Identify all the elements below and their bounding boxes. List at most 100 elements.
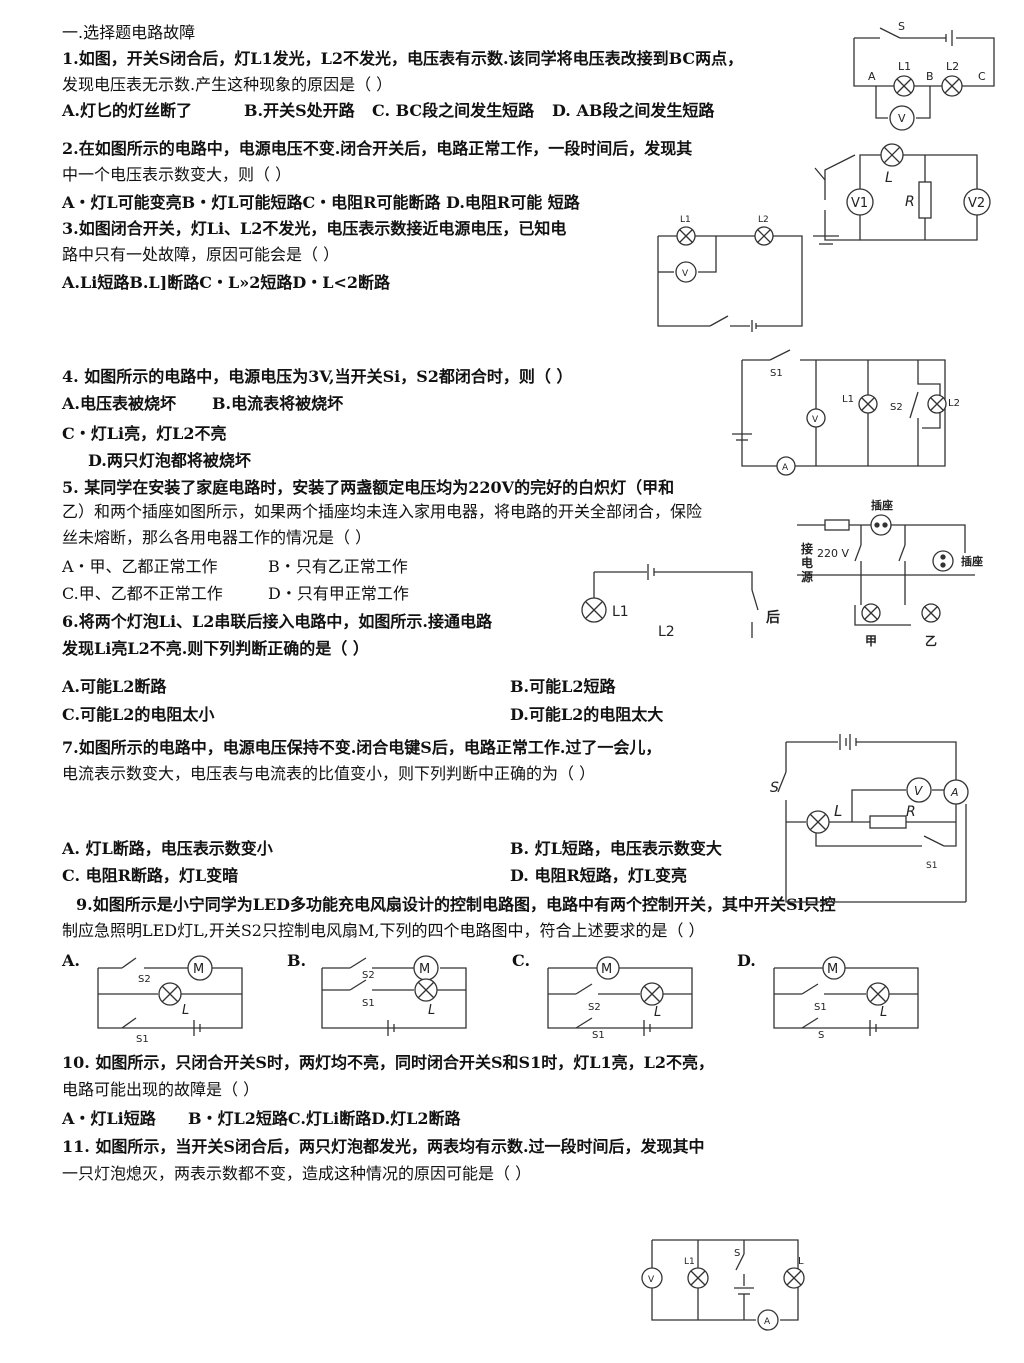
q5-line3: 丝未熔断，那么各用电器工作的情况是（ ）: [62, 528, 372, 547]
q7-option-b[interactable]: B. 灯L短路，电压表示数变大: [510, 839, 722, 858]
fig11-label-v: V: [648, 1275, 655, 1285]
q5-option-d[interactable]: D・只有甲正常工作: [268, 584, 409, 603]
fig5-label-src3: 源: [801, 569, 813, 584]
q10-option-bcd[interactable]: B・灯L2短路C.灯Li断路D.灯L2断路: [188, 1109, 461, 1128]
fig9d-label-sb: S1: [814, 1002, 827, 1013]
fig3-label-v: V: [682, 269, 689, 279]
fig9c-label-m: M: [601, 962, 612, 977]
q7-line1: 7.如图所示的电路中，电源电压保持不变.闭合电键S后，电路正常工作.过了一会儿，: [62, 738, 662, 757]
fig4-label-l1: L1: [842, 394, 854, 405]
q3-options[interactable]: A.Li短路B.L]断路C・L»2短路D・L<2断路: [62, 273, 391, 292]
q4-option-a[interactable]: A.电压表被烧坏: [62, 394, 176, 413]
fig7-label-s: S: [770, 780, 779, 796]
figure-q9-option-b: M S2 S1 L: [321, 955, 467, 1036]
fig4-label-a: A: [782, 463, 789, 473]
q7-line2: 电流表示数变大，电压表与电流表的比值变小，则下列判断中正确的为（ ）: [62, 764, 596, 783]
fig9d-label-m: M: [827, 962, 838, 977]
q1-option-a[interactable]: A.灯匕的灯丝断了: [62, 101, 192, 120]
fig9b-label-sb: S1: [362, 998, 375, 1009]
figure-q5-circuit: 接 电 源 220 V 插座 插座 甲 乙: [797, 498, 983, 648]
figure-q6-circuit: L1 L2 后: [581, 564, 780, 640]
q3-line2: 路中只有一处故障，原因可能会是（ ）: [62, 245, 340, 264]
fig4-label-l2: L2: [948, 398, 960, 409]
figure-q3-circuit: L1 L2 V: [657, 215, 803, 332]
fig7-label-l: L: [834, 802, 842, 820]
q6-option-c[interactable]: C.可能L2的电阻太小: [62, 705, 215, 724]
q6-option-d[interactable]: D.可能L2的电阻太大: [510, 705, 664, 724]
q6-line1: 6.将两个灯泡Li、L2串联后接入电路中，如图所示.接通电路: [62, 612, 492, 631]
section-title: 一.选择题电路故障: [62, 23, 196, 42]
q7-option-a[interactable]: A. 灯L断路，电压表示数变小: [62, 839, 273, 858]
q7-option-c[interactable]: C. 电阻R断路，灯L变暗: [62, 866, 239, 885]
fig9c-label-sa: S2: [588, 1002, 601, 1013]
fig9c-label-sb: S1: [592, 1030, 605, 1041]
fig9d-label-l: L: [880, 1005, 887, 1020]
fig1-label-c: C: [978, 70, 986, 83]
q1-option-d[interactable]: D. AB段之间发生短路: [552, 101, 715, 120]
fig6-label-sw: 后: [766, 609, 780, 626]
fig11-label-l1: L1: [684, 1257, 695, 1267]
fig4-label-v: V: [812, 415, 819, 425]
q1-option-c[interactable]: C. BC段之间发生短路: [372, 101, 535, 120]
fig6-label-l1: L1: [612, 604, 629, 620]
fig2-label-r: R: [905, 194, 915, 210]
q5-option-b[interactable]: B・只有乙正常工作: [268, 557, 408, 576]
figure-q7-circuit: S L V R A S1: [770, 734, 969, 903]
fig9d-label-s3: S: [818, 1030, 824, 1041]
figure-q1-circuit: S A B C L1 L2 V: [853, 20, 995, 131]
fig7-label-a: A: [950, 786, 959, 799]
fig6-label-l2: L2: [658, 624, 675, 640]
fig11-label-l: L: [798, 1256, 804, 1267]
fig7-label-v: V: [914, 784, 923, 798]
q5-option-c[interactable]: C.甲、乙都不正常工作: [62, 584, 223, 603]
q2-options[interactable]: A・灯L可能变亮B・灯L可能短路C・电阻R可能断路 D.电阻R可能 短路: [62, 193, 580, 212]
q2-line2: 中一个电压表示数变大，则（ ）: [62, 165, 292, 184]
fig7-label-s1: S1: [926, 861, 937, 871]
q4-option-b[interactable]: B.电流表将被烧坏: [212, 394, 344, 413]
figure-q11-circuit: V L1 S L A: [641, 1239, 805, 1331]
q4-option-c[interactable]: C・灯Li亮，灯L2不亮: [62, 424, 227, 443]
q4-option-d[interactable]: D.两只灯泡都将被烧坏: [88, 451, 251, 470]
fig9c-label-l: L: [654, 1005, 661, 1020]
q6-option-a[interactable]: A.可能L2断路: [62, 677, 167, 696]
fig9a-label-m: M: [193, 962, 204, 977]
fig2-label-v1: V1: [851, 196, 868, 211]
q2-line1: 2.在如图所示的电路中，电源电压不变.闭合开关后，电路正常工作，一段时间后，发现…: [62, 139, 693, 158]
fig1-label-l2: L2: [946, 60, 959, 73]
fig5-label-yi: 乙: [925, 634, 937, 648]
figure-q9-option-c: M S2 L S1: [547, 956, 693, 1041]
fig4-label-s1: S1: [770, 368, 783, 379]
figure-q9-option-a: M S2 L S1: [97, 955, 243, 1045]
q9-option-d[interactable]: D.: [737, 951, 756, 970]
q9-option-b[interactable]: B.: [287, 951, 307, 970]
q5-line1: 5. 某同学在安装了家庭电路时，安装了两盏额定电压均为220V的完好的白炽灯（甲…: [62, 478, 675, 497]
fig3-label-l2: L2: [758, 215, 769, 225]
fig4-label-s2: S2: [890, 402, 903, 413]
q1-line1: 1.如图，开关S闭合后，灯L1发光，L2不发光，电压表有示数.该同学将电压表改接…: [62, 49, 744, 68]
fig5-label-jia: 甲: [865, 634, 877, 648]
q6-option-b[interactable]: B.可能L2短路: [510, 677, 616, 696]
fig5-label-fuse: 插座: [871, 498, 893, 512]
q4-line1: 4. 如图所示的电路中，电源电压为3V,当开关Si，S2都闭合时，则（ ）: [62, 367, 573, 386]
q10-option-a[interactable]: A・灯Li短路: [62, 1109, 156, 1128]
q10-line1: 10. 如图所示，只闭合开关S时，两灯均不亮，同时闭合开关S和S1时，灯L1亮，…: [62, 1053, 714, 1072]
q1-line2: 发现电压表无示数.产生这种现象的原因是（ ）: [62, 75, 393, 94]
fig1-label-a: A: [868, 70, 876, 83]
fig3-label-l1: L1: [680, 215, 691, 225]
fig11-label-a: A: [764, 1317, 771, 1327]
q9-option-a[interactable]: A.: [62, 951, 80, 970]
fig1-label-b: B: [926, 70, 934, 83]
figure-q2-circuit: L R V1 V2: [813, 143, 991, 245]
q9-option-c[interactable]: C.: [512, 951, 531, 970]
q9-line1: 9.如图所示是小宁同学为LED多功能充电风扇设计的控制电路图，电路中有两个控制开…: [76, 895, 836, 914]
fig1-label-l1: L1: [898, 60, 911, 73]
q5-line2: 乙）和两个插座如图所示，如果两个插座均未连入家用电器，将电路的开关全部闭合，保险: [62, 502, 703, 521]
q9-line2: 制应急照明LED灯L,开关S2只控制电风扇M,下列的四个电路图中，符合上述要求的…: [62, 921, 705, 940]
fig2-label-l: L: [885, 170, 893, 186]
fig5-label-src1: 接: [801, 541, 813, 556]
fig9b-label-l: L: [428, 1003, 435, 1018]
q1-option-b[interactable]: B.开关S处开路: [244, 101, 355, 120]
fig9b-label-sa: S2: [362, 970, 375, 981]
q5-option-a[interactable]: A・甲、乙都正常工作: [62, 557, 218, 576]
q7-option-d[interactable]: D. 电阻R短路，灯L变亮: [510, 866, 687, 885]
